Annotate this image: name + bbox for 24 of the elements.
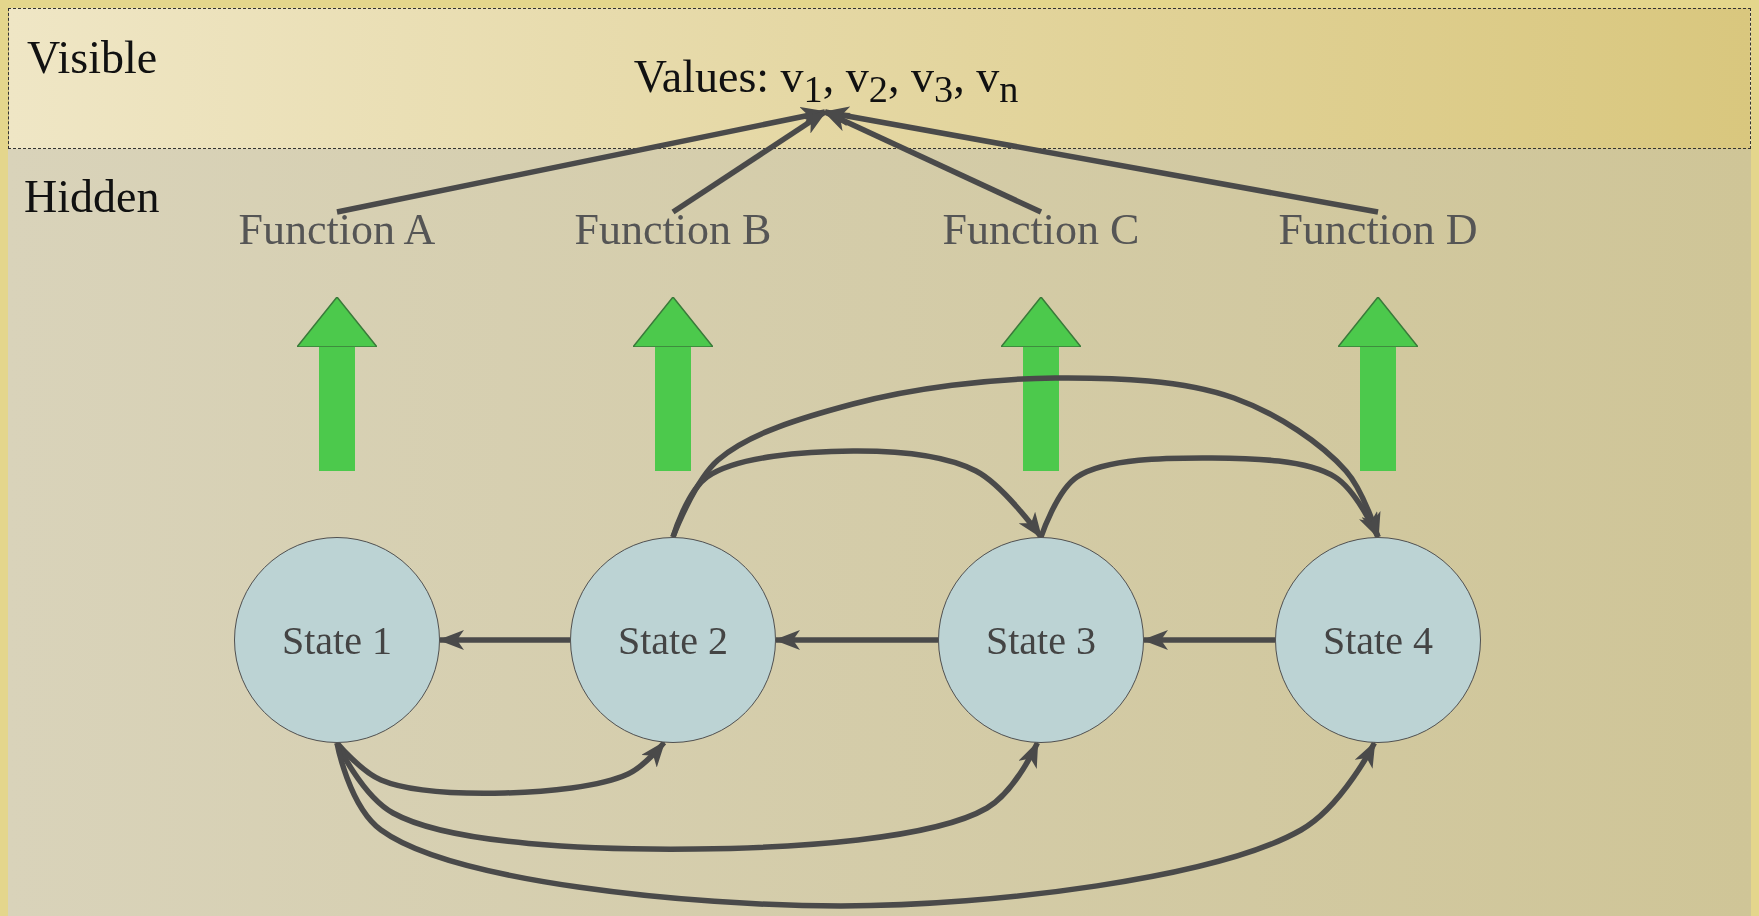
- state-label: State 3: [986, 616, 1096, 664]
- state-label: State 4: [1323, 616, 1433, 664]
- block-arrow: [1000, 296, 1082, 471]
- region-label: Visible: [27, 31, 158, 84]
- arrow: [1038, 455, 1381, 539]
- state-label: State 1: [282, 616, 392, 664]
- arrow: [336, 107, 827, 215]
- block-arrow: [1337, 296, 1419, 471]
- values-label: Values: v$_{1}$, v$_{2}$, v$_{3}$, v$_{n}$: [633, 50, 1019, 112]
- arrow: [438, 630, 570, 650]
- arrow: [774, 630, 938, 650]
- arrow: [1142, 630, 1275, 650]
- arrow: [334, 741, 1377, 909]
- block-arrow: [296, 296, 378, 471]
- block-arrow: [632, 296, 714, 471]
- visible-region-band: [8, 8, 1751, 149]
- state-label: State 2: [618, 616, 728, 664]
- arrow: [823, 106, 1379, 215]
- arrow: [670, 375, 1381, 539]
- function-label: Function B: [574, 204, 772, 255]
- region-label: Hidden: [24, 170, 160, 223]
- function-label: Function A: [238, 204, 436, 255]
- function-label: Function C: [942, 204, 1140, 255]
- function-label: Function D: [1278, 204, 1478, 255]
